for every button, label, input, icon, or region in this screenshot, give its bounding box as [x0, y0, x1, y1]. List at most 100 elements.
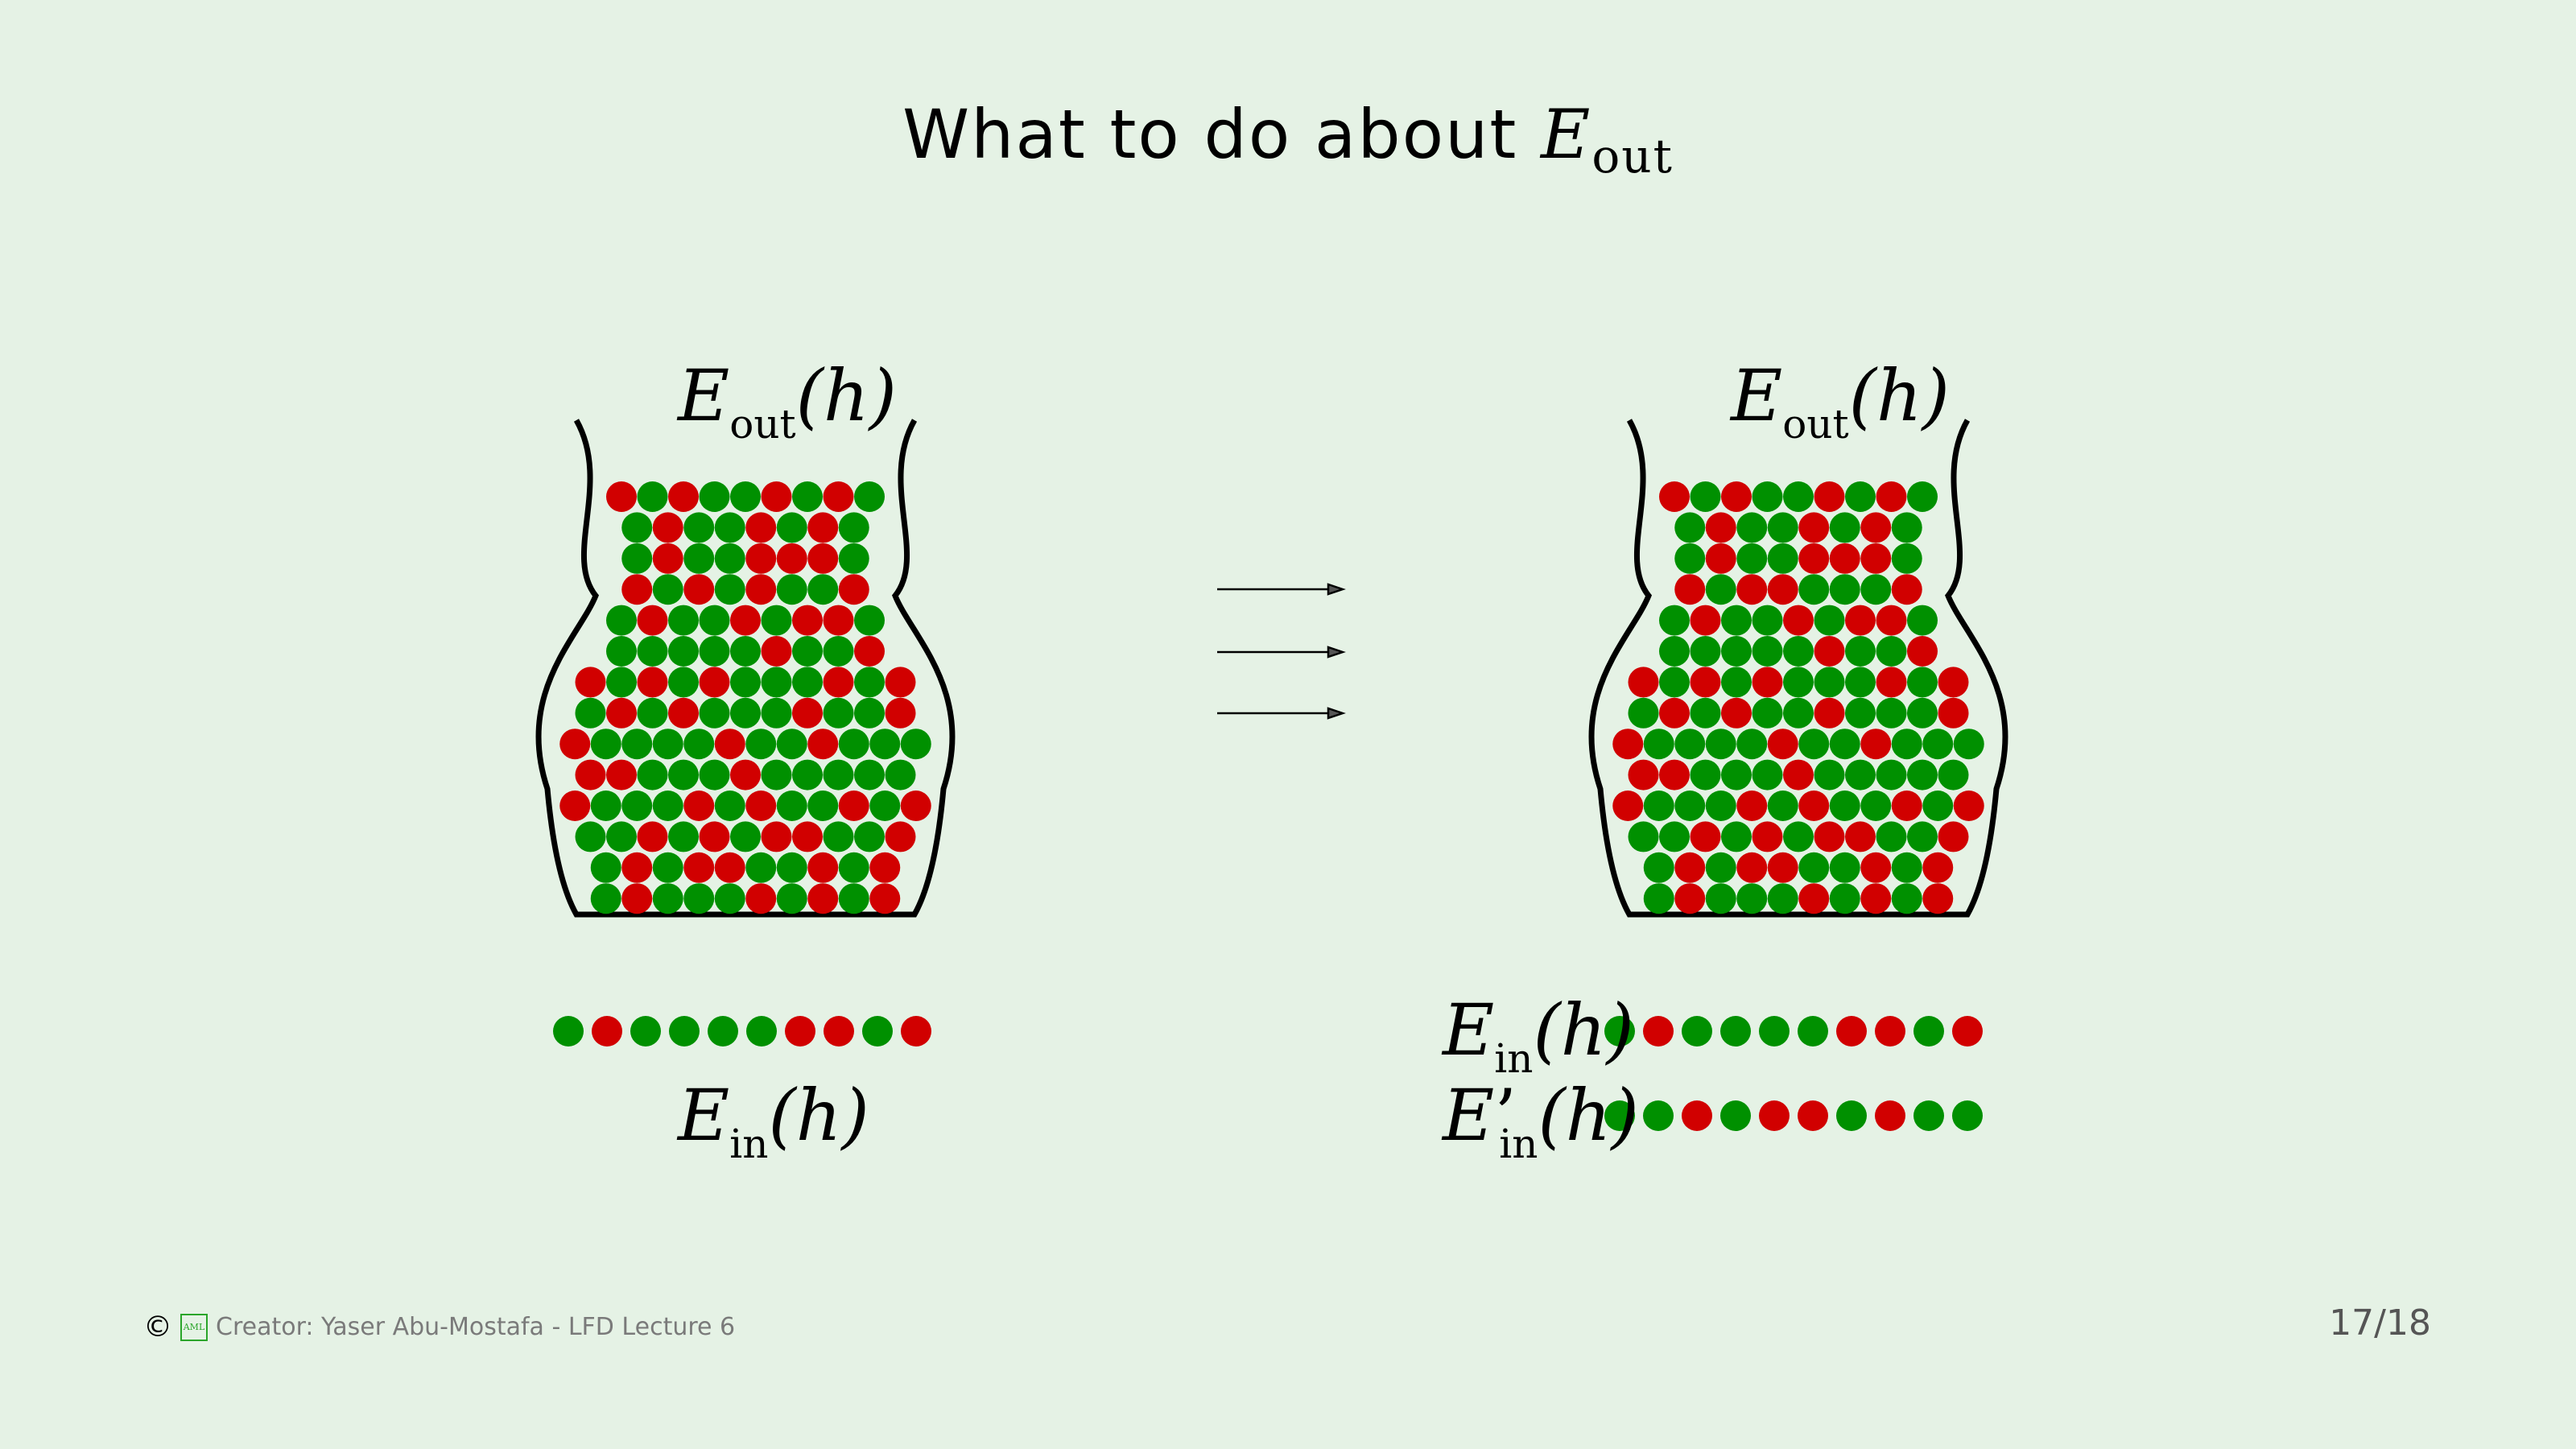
marble — [714, 883, 745, 914]
title-text: What to do about — [902, 95, 1541, 174]
marble — [807, 512, 839, 543]
marble — [761, 481, 792, 512]
marble — [637, 759, 668, 791]
marble — [683, 543, 715, 574]
marble — [1674, 791, 1706, 821]
sample-marble — [592, 1016, 622, 1046]
marble — [1860, 574, 1892, 605]
marble — [1628, 821, 1659, 852]
marble — [1659, 605, 1690, 636]
marble — [1798, 512, 1830, 543]
marble — [1690, 481, 1721, 512]
marble — [668, 759, 699, 791]
title-math-symbol: Eout — [1541, 95, 1674, 184]
marble — [1845, 605, 1876, 636]
label-eout-left: Eout(h) — [678, 354, 897, 448]
marble — [606, 636, 637, 667]
marble — [1674, 543, 1706, 574]
marble — [761, 697, 792, 729]
marble — [761, 636, 792, 667]
marble — [1628, 667, 1659, 698]
marble — [1798, 852, 1830, 883]
marble — [1643, 883, 1674, 914]
marble — [1922, 791, 1954, 821]
marble — [1860, 543, 1892, 574]
marble — [792, 759, 823, 791]
marble — [637, 481, 668, 512]
marble — [1705, 852, 1736, 883]
marble — [854, 667, 885, 698]
marble — [792, 821, 823, 852]
marble — [1938, 697, 1969, 729]
label-ein-prime-right: E’in(h) — [1443, 1074, 1639, 1167]
copyright-symbol: © — [143, 1311, 172, 1344]
marble — [1814, 481, 1845, 512]
marble — [838, 852, 869, 883]
marble — [621, 791, 653, 821]
marble — [1612, 791, 1644, 821]
marble — [1690, 636, 1721, 667]
marble — [637, 821, 668, 852]
sample-marble — [746, 1016, 777, 1046]
marble — [1783, 605, 1814, 636]
marble — [621, 729, 653, 760]
marble — [1891, 729, 1922, 760]
marble — [559, 791, 591, 821]
marble — [885, 821, 916, 852]
marble — [1736, 512, 1768, 543]
marble — [699, 481, 730, 512]
sample-marble — [1604, 1100, 1635, 1131]
marble — [1845, 821, 1876, 852]
marble — [1814, 821, 1845, 852]
marble — [838, 791, 869, 821]
marble — [1938, 667, 1969, 698]
marble — [575, 697, 606, 729]
marble — [1907, 697, 1938, 729]
marble — [1891, 852, 1922, 883]
marble — [1829, 883, 1860, 914]
aml-logo-icon: AML — [180, 1313, 208, 1341]
marble — [854, 636, 885, 667]
marble — [1907, 605, 1938, 636]
marble — [1705, 512, 1736, 543]
marble — [621, 512, 653, 543]
bin-left-outline — [535, 419, 956, 918]
marble — [1814, 636, 1845, 667]
marble — [823, 697, 854, 729]
marble — [637, 605, 668, 636]
marble — [838, 883, 869, 914]
marble — [575, 759, 606, 791]
marble — [745, 543, 777, 574]
marble — [606, 697, 637, 729]
marble — [1876, 481, 1907, 512]
marble — [745, 883, 777, 914]
marble — [1674, 883, 1706, 914]
marble — [1752, 697, 1783, 729]
marble — [1721, 821, 1752, 852]
marble — [1767, 512, 1798, 543]
marble — [621, 574, 653, 605]
marble — [823, 481, 854, 512]
marble — [1922, 852, 1954, 883]
marble — [1814, 759, 1845, 791]
marble — [621, 883, 653, 914]
marble — [745, 729, 777, 760]
marble — [668, 481, 699, 512]
marble — [1814, 667, 1845, 698]
marble — [1891, 574, 1922, 605]
marble — [1705, 729, 1736, 760]
marble — [761, 821, 792, 852]
marble — [683, 729, 715, 760]
sample-right-ein-marbles — [1604, 1016, 1983, 1046]
marble — [1829, 543, 1860, 574]
marble — [1767, 852, 1798, 883]
marble — [1752, 481, 1783, 512]
marble — [637, 697, 668, 729]
marble — [1767, 729, 1798, 760]
marble — [792, 605, 823, 636]
sample-marble — [1913, 1016, 1944, 1046]
marble — [606, 759, 637, 791]
marble — [823, 821, 854, 852]
marble — [1752, 759, 1783, 791]
marble — [1628, 697, 1659, 729]
